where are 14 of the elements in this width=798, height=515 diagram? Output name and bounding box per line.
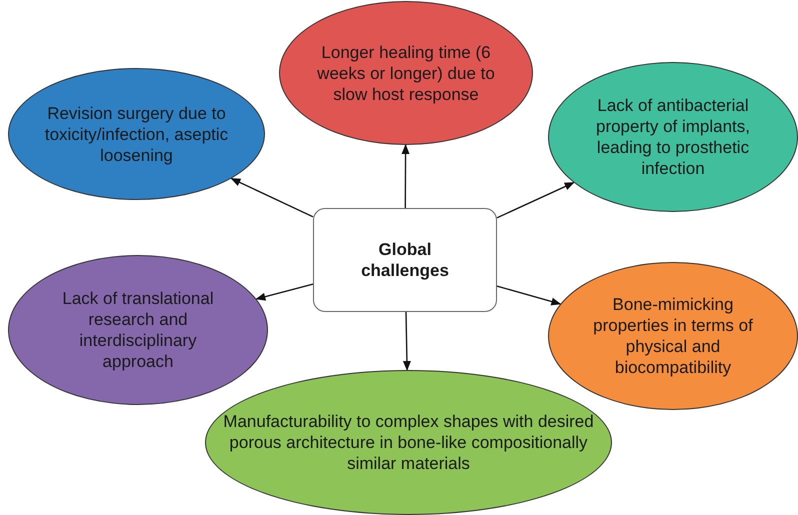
challenge-text: Longer healing time (6 weeks or longer) due to slow host response [316, 42, 496, 104]
arrow [255, 283, 314, 301]
arrow [496, 182, 575, 218]
challenge-text: Bone-mimicking properties in terms of physical and biocompatibility [592, 294, 754, 378]
arrow [402, 312, 411, 371]
challenge-text: Revision surgery due to toxicity/infection, aseptic loosening [44, 102, 230, 166]
challenge-text: Lack of translational research and interdisciplinary approach [61, 288, 215, 372]
arrow [496, 285, 562, 306]
challenge-text: Lack of antibacterial property of implants, leading to prosthetic infection [594, 95, 751, 179]
center-box [313, 208, 497, 312]
arrow [230, 178, 314, 218]
arrow [402, 144, 410, 208]
center-label: Global challenges [360, 239, 450, 281]
challenge-text: Manufacturability to complex shapes with desired porous architecture in bone-like compositionally similar materials [222, 411, 595, 474]
